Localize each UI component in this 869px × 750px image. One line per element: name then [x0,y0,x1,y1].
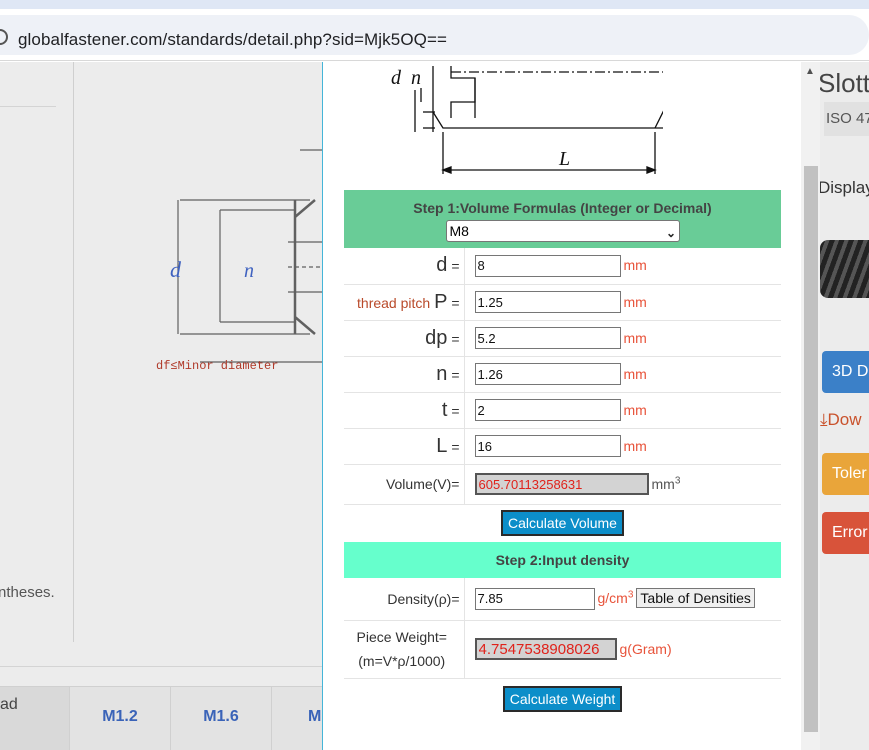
value-cell: g(Gram) [464,620,781,679]
value-cell: mm [464,356,781,393]
product-title: Slott [820,68,869,98]
pitch-input[interactable] [474,291,621,313]
step1-header: Step 1:Volume Formulas (Integer or Decim… [344,190,781,248]
background-right-panel: Slott ISO 47 Display 3D D ⤓Dow Toler Err… [820,62,869,750]
calculator-form: Step 1:Volume Formulas (Integer or Decim… [344,190,781,720]
row-n: n = mm [344,356,781,393]
weight-calculator-dialog: d n dp L Step 1:Volume Formulas (Integer… [322,62,820,750]
bg-n-label: n [244,260,254,282]
size-select[interactable]: M8 [445,220,680,242]
label-cell: d = [344,248,465,285]
volume-output[interactable] [474,473,649,495]
density-input[interactable] [474,587,595,610]
site-info-icon[interactable] [0,29,8,45]
tab-m1-2[interactable]: M1.2 [69,687,170,750]
volume-label: Volume(V)= [344,464,465,505]
weight-output[interactable] [474,638,617,660]
standard-label: ISO 47 [824,102,869,136]
step2-title: Step 2:Input density [495,552,630,568]
dp-input[interactable] [474,327,621,349]
tab-m1-6[interactable]: M1.6 [170,687,271,750]
step1-title: Step 1:Volume Formulas (Integer or Decim… [413,200,712,216]
3d-drawing-button[interactable]: 3D D [822,351,869,393]
dimension-table: d = mm thread pitch P = mm dp = mm n = m… [344,248,781,542]
row-l: L = mm [344,428,781,465]
row-weight: Piece Weight=(m=V*ρ/1000) g(Gram) [344,620,781,679]
weight-label: Piece Weight=(m=V*ρ/1000) [344,620,465,679]
download-link[interactable]: ⤓Dow [820,410,862,429]
size-select-wrap: M8 ⌄ [344,220,781,242]
value-cell: mm [464,428,781,465]
label-cell: dp = [344,320,465,357]
scrollbar[interactable]: ▲ [801,62,820,750]
drawing-n-label: n [411,67,421,89]
row-volume: Volume(V)= mm3 [344,464,781,505]
tolerance-button[interactable]: Toler [822,453,869,495]
label-cell: L = [344,428,465,465]
scrollbar-thumb[interactable] [804,166,818,732]
button-cell: Calculate Volume [344,504,781,542]
bg-df-label: df≤Minor diameter [156,359,278,373]
n-input[interactable] [474,363,621,385]
row-calc-volume: Calculate Volume [344,504,781,542]
drawing-l-label: L [558,148,570,170]
row-t: t = mm [344,392,781,429]
t-input[interactable] [474,399,621,421]
density-label: Density(ρ)= [344,578,465,621]
browser-top-strip [0,0,869,9]
calculate-volume-button[interactable]: Calculate Volume [501,510,624,537]
step2-header: Step 2:Input density [344,542,781,578]
value-cell: mm [464,284,781,321]
background-drawing: d n df≤Minor diameter [156,149,330,373]
d-input[interactable] [474,254,621,277]
l-input[interactable] [474,435,621,457]
drawing-d-label: d [391,67,402,89]
display-label: Display [820,178,869,197]
row-d: d = mm [344,248,781,285]
background-text: ntheses. [0,584,55,601]
value-cell: mm [464,392,781,429]
row-p: thread pitch P = mm [344,284,781,321]
table-of-densities-button[interactable]: Table of Densities [636,588,755,609]
set-screw-drawing: d n dp L [391,66,663,174]
divider [0,106,56,107]
label-cell: n = [344,356,465,393]
tab-thread[interactable]: ad [0,687,69,750]
button-cell: Calculate Weight [344,678,781,720]
row-dp: dp = mm [344,320,781,357]
row-calc-weight: Calculate Weight [344,678,781,720]
screw-image [820,240,869,298]
scroll-up-icon[interactable]: ▲ [805,66,815,77]
value-cell: mm3 [464,464,781,505]
value-cell: mm [464,248,781,285]
bg-d-label: d [170,257,182,282]
label-cell: t = [344,392,465,429]
label-cell: thread pitch P = [344,284,465,321]
download-icon: ⤓ [820,410,828,429]
url-text: globalfastener.com/standards/detail.php?… [18,30,448,49]
background-left-column [0,62,74,642]
calculate-weight-button[interactable]: Calculate Weight [502,686,623,713]
address-bar: globalfastener.com/standards/detail.php?… [0,9,869,61]
error-button[interactable]: Error [822,512,869,554]
value-cell: mm [464,320,781,357]
tab-m2[interactable]: M [271,687,331,750]
url-field[interactable]: globalfastener.com/standards/detail.php?… [0,15,869,55]
